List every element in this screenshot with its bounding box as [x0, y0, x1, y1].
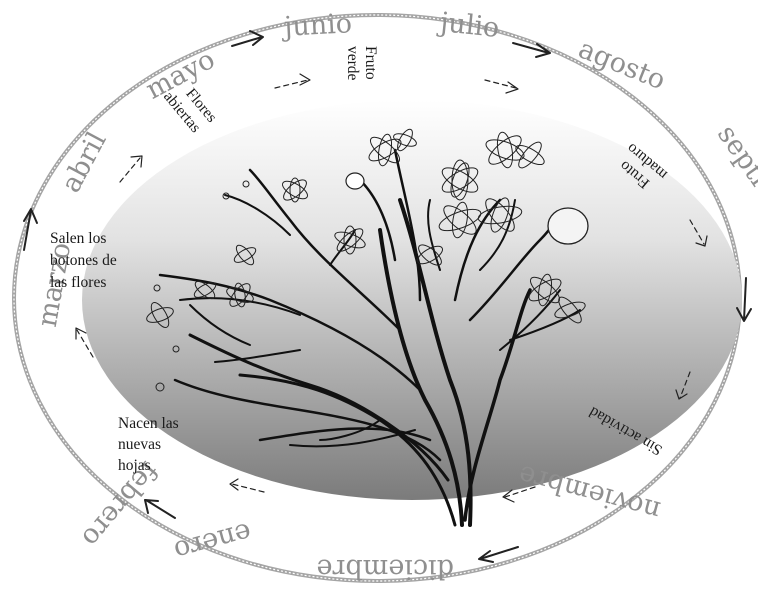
green-fruit — [346, 173, 364, 189]
label-fruto-verde: Fruto verde — [344, 46, 379, 83]
month-abril: abril — [56, 127, 113, 198]
label-nacen-hojas: Nacen las nuevas hojas — [118, 415, 183, 474]
month-octubre: octubre — [754, 326, 758, 436]
arrow-enero-febrero — [145, 500, 175, 518]
dashed-arrow-6 — [232, 484, 264, 492]
month-junio: junio — [280, 8, 353, 43]
month-julio: julio — [436, 7, 501, 44]
dashed-arrow-8 — [120, 158, 140, 182]
month-diciembre: diciembre — [317, 553, 454, 584]
ripe-fruit — [548, 208, 588, 244]
month-noviembre: noviembre — [515, 459, 663, 527]
